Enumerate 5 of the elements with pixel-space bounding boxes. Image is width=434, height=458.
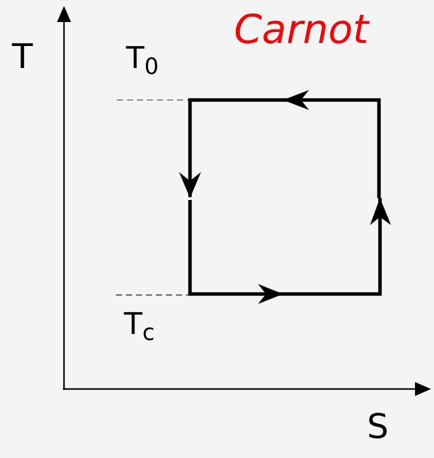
temperature-label: T$_{0}$: [126, 44, 159, 74]
axis-label: S: [367, 410, 389, 444]
axis-label: T: [12, 40, 33, 74]
diagram-title: Carnot: [234, 10, 368, 50]
temperature-label: T$_{c}$: [124, 310, 155, 340]
